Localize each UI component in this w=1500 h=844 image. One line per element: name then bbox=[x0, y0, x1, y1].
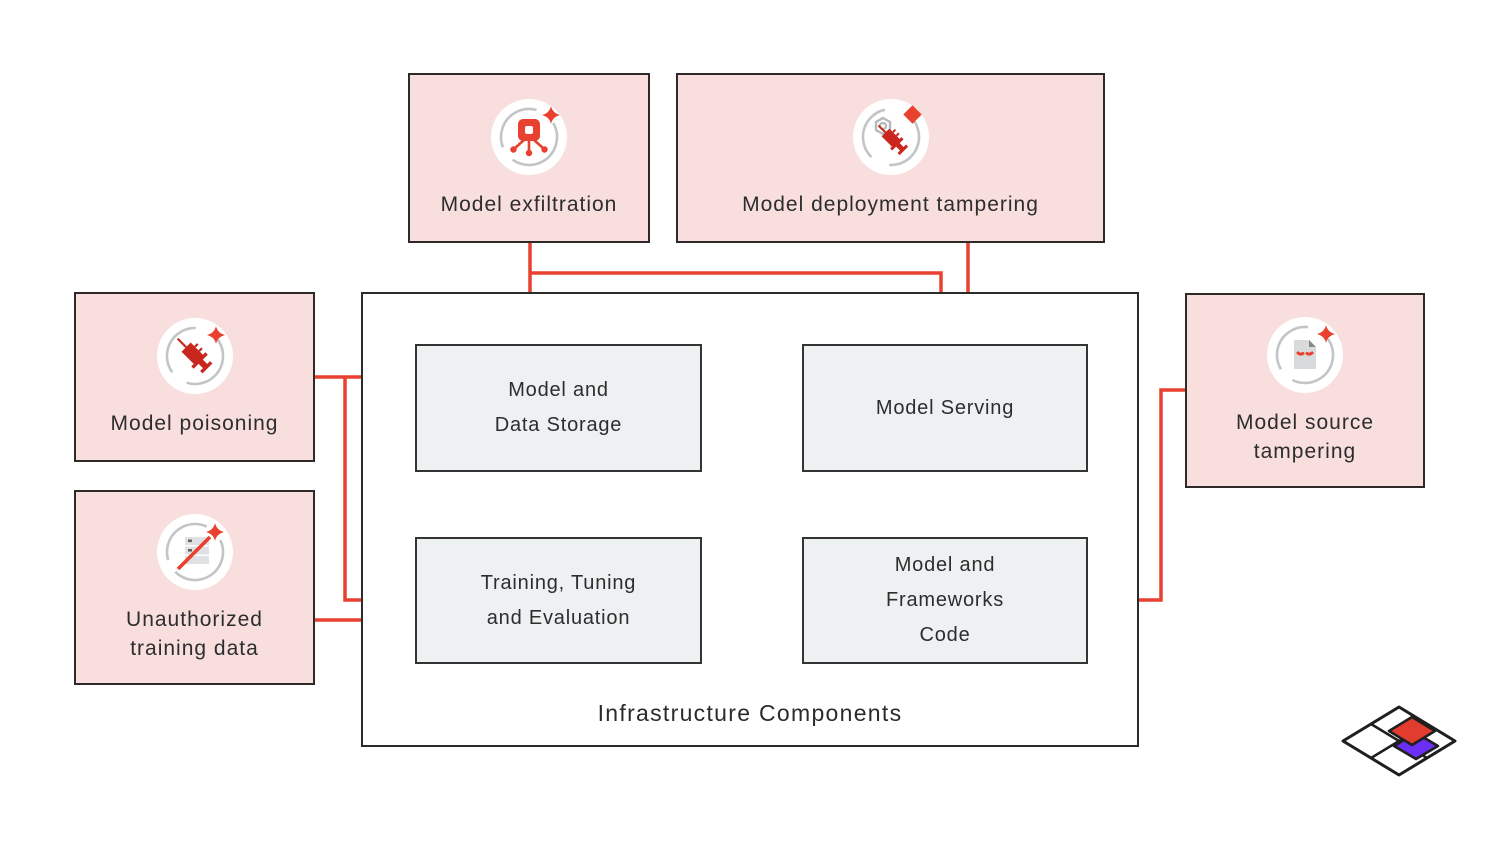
component-box-model-data-storage: Model and Data Storage bbox=[415, 344, 702, 472]
threat-box-model-poisoning: Model poisoning bbox=[74, 292, 315, 462]
syringe-nut-icon bbox=[852, 99, 929, 175]
diamond-sparkle-icon bbox=[902, 105, 922, 124]
threat-label: Model exfiltration bbox=[440, 193, 618, 216]
component-label: Model and Frameworks Code bbox=[885, 554, 1004, 646]
component-box-training-tuning-evaluation: Training, Tuning and Evaluation bbox=[415, 537, 702, 664]
document-icon bbox=[1294, 340, 1316, 369]
sparkle-icon bbox=[205, 523, 224, 541]
infrastructure-components-container: Model and Data Storage Model Serving Tra… bbox=[361, 292, 1139, 747]
syringe-icon bbox=[877, 124, 908, 156]
threat-box-model-exfiltration: Model exfiltration bbox=[408, 73, 650, 243]
threat-label: Model source tampering bbox=[1235, 411, 1375, 463]
threat-box-model-deployment-tampering: Model deployment tampering bbox=[676, 73, 1105, 243]
component-label: Model and Data Storage bbox=[494, 379, 623, 436]
syringe-icon bbox=[156, 318, 233, 394]
red-layer bbox=[1387, 715, 1437, 747]
sparkle-icon bbox=[542, 106, 560, 124]
threat-label: Unauthorized training data bbox=[126, 608, 263, 660]
slash-line bbox=[176, 535, 211, 571]
threat-label: Model poisoning bbox=[110, 412, 279, 435]
tampered-document-icon bbox=[1267, 317, 1343, 393]
saif-layers-logo bbox=[1341, 705, 1457, 777]
model-exfiltration-icon bbox=[491, 99, 567, 175]
threat-box-model-source-tampering: Model source tampering bbox=[1185, 293, 1425, 488]
sparkle-icon bbox=[206, 326, 225, 344]
threat-box-unauthorized-training-data: Unauthorized training data bbox=[74, 490, 315, 685]
component-box-model-frameworks-code: Model and Frameworks Code bbox=[802, 537, 1088, 664]
component-box-model-serving: Model Serving bbox=[802, 344, 1088, 472]
sparkle-icon bbox=[1317, 325, 1335, 343]
crossed-list-icon bbox=[156, 514, 233, 590]
component-label: Training, Tuning and Evaluation bbox=[480, 571, 637, 629]
container-title: Infrastructure Components bbox=[597, 700, 903, 726]
component-label: Model Serving bbox=[875, 396, 1015, 419]
threat-label: Model deployment tampering bbox=[742, 193, 1039, 216]
